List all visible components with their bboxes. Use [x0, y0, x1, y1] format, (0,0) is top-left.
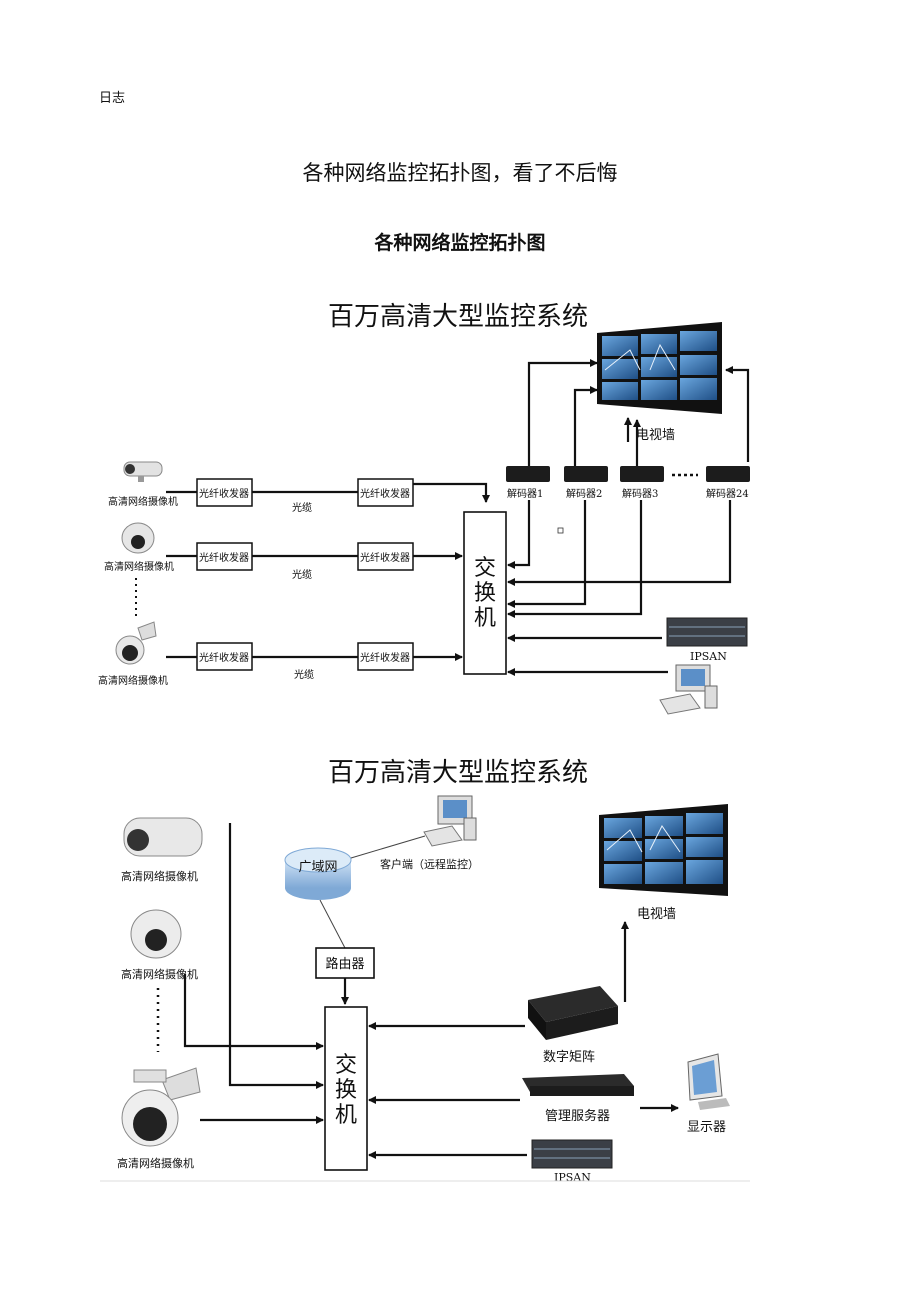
switch-1-char-2: 换	[474, 581, 496, 606]
wan-cloud	[284, 847, 352, 900]
digital-matrix	[528, 986, 618, 1040]
article-subtitle: 各种网络监控拓扑图	[374, 232, 546, 254]
diagram-2-title: 百万高清大型监控系统	[328, 758, 588, 788]
diagram-1: 百万高清大型监控系统 电视墙 高清网络摄像机 高清网络摄像机	[98, 302, 750, 715]
router-label: 路由器	[325, 956, 364, 972]
ipsan-2-label: IPSAN	[554, 1171, 591, 1184]
matrix-label: 数字矩阵	[543, 1050, 595, 1065]
camera-1-2-label: 高清网络摄像机	[104, 560, 174, 573]
ipsan-1	[666, 617, 748, 647]
ipsan-1-label: IPSAN	[690, 650, 727, 663]
camera-2-1-label: 高清网络摄像机	[121, 869, 198, 883]
display-label: 显示器	[687, 1120, 726, 1135]
row-3: 光纤收发器 光缆 光纤收发器	[166, 642, 463, 681]
tv-wall-1-label: 电视墙	[636, 428, 675, 443]
client-label: 客户端（远程监控）	[380, 857, 479, 871]
decoder-devices	[506, 466, 750, 482]
tv-wall-1	[597, 322, 722, 414]
camera-1-3	[115, 621, 157, 665]
cable-label-2: 光缆	[292, 568, 312, 581]
camera-1-1	[123, 461, 163, 482]
management-server	[522, 1074, 634, 1096]
camera-1-3-label: 高清网络摄像机	[98, 674, 168, 687]
switch-2-char-1: 交	[335, 1053, 357, 1078]
switch-1-char-3: 机	[474, 606, 496, 631]
camera-2-1	[123, 817, 203, 857]
transceiver-1a: 光纤收发器	[199, 487, 249, 500]
camera-2-2	[130, 909, 182, 959]
wan-label: 广域网	[298, 860, 337, 875]
ipsan-2	[531, 1139, 613, 1169]
article-title: 各种网络监控拓扑图，看了不后悔	[302, 161, 618, 185]
switch-2	[324, 1006, 368, 1171]
cable-label-3: 光缆	[294, 668, 314, 681]
switch-1-char-1: 交	[474, 556, 496, 581]
client-pc	[423, 795, 477, 847]
camera-1-1-label: 高清网络摄像机	[108, 495, 178, 508]
router	[315, 947, 375, 979]
decoder-1-label: 解码器1	[507, 487, 543, 500]
transceiver-3a: 光纤收发器	[199, 651, 249, 664]
display-monitor	[687, 1053, 730, 1110]
transceiver-3b: 光纤收发器	[360, 651, 410, 664]
log-label: 日志	[99, 91, 126, 106]
transceiver-2b: 光纤收发器	[360, 551, 410, 564]
diagram-1-title: 百万高清大型监控系统	[328, 302, 588, 332]
camera-2-3	[121, 1067, 201, 1147]
switch-2-char-2: 换	[335, 1078, 357, 1103]
decoder-24-label: 解码器24	[706, 487, 749, 500]
camera-2-3-label: 高清网络摄像机	[117, 1156, 194, 1170]
transceiver-1b: 光纤收发器	[360, 487, 410, 500]
small-square	[557, 527, 564, 534]
server-label: 管理服务器	[545, 1108, 610, 1124]
decoder-2-label: 解码器2	[566, 487, 602, 500]
switch-1	[463, 511, 507, 675]
cable-label-1: 光缆	[292, 501, 312, 514]
transceiver-2a: 光纤收发器	[199, 551, 249, 564]
tv-wall-2	[599, 804, 728, 896]
camera-1-2	[121, 522, 155, 554]
pc-1	[659, 664, 718, 715]
row-2: 光纤收发器 光缆 光纤收发器	[166, 542, 463, 581]
camera-2-2-label: 高清网络摄像机	[121, 967, 198, 981]
decoder-3-label: 解码器3	[622, 487, 658, 500]
diagram-2: 百万高清大型监控系统 电视墙 高清网络摄像机 高清网络摄像机	[100, 758, 750, 1184]
switch-2-char-3: 机	[335, 1103, 357, 1128]
tv-wall-2-label: 电视墙	[637, 907, 676, 922]
row-1: 光纤收发器 光缆 光纤收发器	[166, 478, 490, 514]
